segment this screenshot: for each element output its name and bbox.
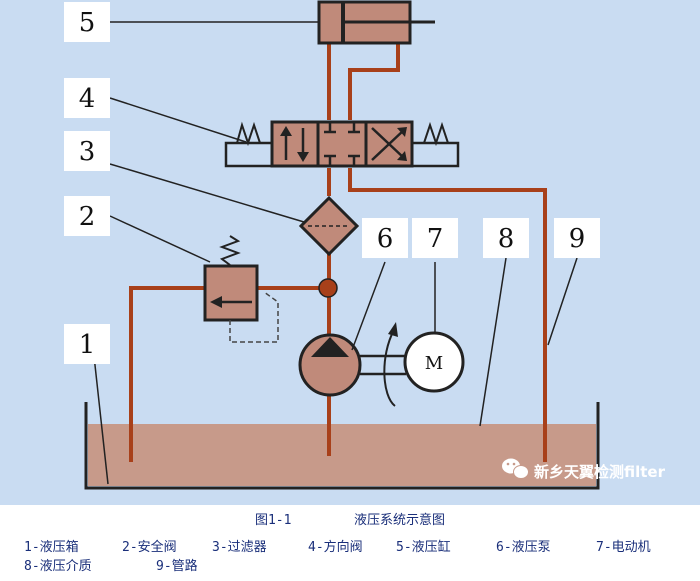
motor-symbol: M [425, 353, 443, 374]
callout-labels: 5 4 3 2 1 6 7 8 9 [64, 2, 600, 364]
pump-triangle-icon [311, 337, 349, 357]
directional-valve [224, 120, 460, 168]
filter [298, 195, 360, 257]
figure-title: 液压系统示意图 [354, 513, 446, 528]
spring-icon [236, 121, 261, 147]
hydraulic-oil [88, 424, 596, 486]
legend-item: 7-电动机 [596, 540, 651, 555]
legend-item: 8-液压介质 [24, 559, 92, 574]
label-6: 6 [377, 224, 394, 254]
hydraulic-pump [298, 333, 362, 397]
watermark: 新乡天翼检测filter [502, 458, 666, 481]
reservoir-tank [84, 402, 600, 490]
legend-item: 5-液压缸 [396, 540, 451, 555]
label-2: 2 [79, 202, 96, 232]
legend-item: 9-管路 [156, 559, 198, 574]
legend-item: 1-液压箱 [24, 540, 79, 555]
pipe-junction [318, 278, 338, 298]
label-8: 8 [498, 224, 515, 254]
leader-lines [93, 21, 578, 485]
legend-item: 4-方向阀 [308, 540, 363, 555]
label-9: 9 [569, 224, 586, 254]
legend-item: 6-液压泵 [496, 540, 551, 555]
spring-icon [219, 235, 241, 266]
label-7: 7 [427, 224, 444, 254]
spring-icon [423, 121, 449, 147]
wechat-icon [502, 458, 529, 479]
rotation-arrow-icon [383, 329, 396, 407]
label-4: 4 [79, 84, 96, 114]
legend-item: 2-安全阀 [122, 540, 177, 555]
caption-area: 图1-1 液压系统示意图 1-液压箱 2-安全阀 3-过滤器 4-方向阀 5-液… [0, 505, 700, 581]
label-3: 3 [79, 137, 96, 167]
label-5: 5 [79, 8, 96, 38]
legend-item: 3-过滤器 [212, 540, 267, 555]
watermark-text: 新乡天翼检测filter [534, 463, 666, 481]
hydraulic-diagram: M 5 4 3 2 1 6 [0, 0, 700, 505]
figure-caption: 图1-1 液压系统示意图 [0, 509, 700, 528]
figure-number: 图1-1 [254, 513, 292, 528]
safety-valve [203, 235, 279, 343]
electric-motor: M [403, 331, 465, 393]
label-1: 1 [79, 330, 96, 360]
